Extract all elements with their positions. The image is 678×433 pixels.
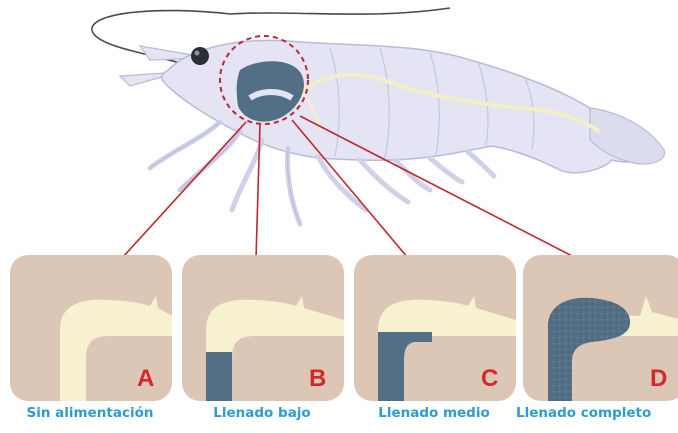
caption-a: Sin alimentación (5, 405, 175, 421)
caption-d: Llenado completo (516, 405, 678, 421)
shrimp-illustration (92, 8, 665, 224)
shrimp-body (162, 40, 643, 172)
panel-b-letter: B (309, 365, 326, 393)
panel-d-letter: D (650, 365, 667, 393)
connector-a (122, 122, 246, 258)
antenna-long-tail (230, 8, 450, 14)
panel-b-fill (206, 352, 232, 401)
caption-c: Llenado medio (349, 405, 519, 421)
panel-a-letter: A (137, 365, 154, 393)
eye-highlight (195, 51, 200, 56)
panel-a (10, 255, 180, 401)
caption-b: Llenado bajo (177, 405, 347, 421)
panel-c-letter: C (481, 365, 498, 393)
connector-b (256, 124, 260, 258)
eye (191, 47, 209, 65)
